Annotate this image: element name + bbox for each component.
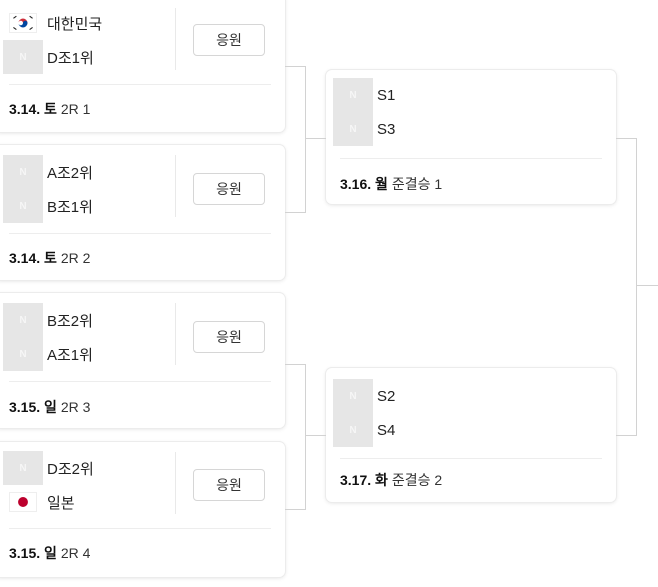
team-name: S2 [377, 387, 396, 405]
divider [175, 303, 176, 365]
match-date: 3.15. 일 2R 4 [9, 543, 90, 563]
match-date: 3.16. 월 준결승 1 [340, 174, 442, 194]
placeholder-flag-icon: N [3, 40, 43, 74]
divider [9, 528, 271, 529]
team-name: A조1위 [47, 346, 93, 364]
team-row: N S2 [333, 379, 395, 413]
placeholder-flag-icon: N [333, 413, 373, 447]
placeholder-flag-icon: N [3, 303, 43, 337]
team-row: N S3 [333, 112, 395, 146]
match-date-value: 3.16. [340, 176, 372, 192]
team-name: B조2위 [47, 312, 93, 330]
match-date: 3.14. 토 2R 2 [9, 248, 90, 268]
cheer-button[interactable]: 응원 [193, 321, 265, 353]
match-card-2r-3: N B조2위 N A조1위 응원 3.15. 일 2R 3 [0, 293, 285, 428]
match-date-value: 3.15. [9, 399, 41, 415]
bracket-line [285, 364, 305, 365]
team-name: S1 [377, 86, 396, 104]
match-card-2r-2: N A조2위 N B조1위 응원 3.14. 토 2R 2 [0, 145, 285, 280]
match-card-semifinal-1: N S1 N S3 3.16. 월 준결승 1 [326, 70, 616, 204]
bracket-line [305, 435, 326, 436]
team-row: N A조1위 [3, 337, 93, 371]
bracket-line [616, 138, 636, 139]
match-label: 2R 1 [60, 101, 91, 117]
divider [9, 381, 271, 382]
team-row: N A조2위 [3, 155, 93, 189]
team-row: N B조1위 [3, 189, 93, 223]
match-day: 일 [44, 399, 57, 415]
match-label: 2R 2 [60, 250, 91, 266]
team-name: 대한민국 [47, 15, 103, 33]
cheer-button[interactable]: 응원 [193, 469, 265, 501]
match-date-value: 3.14. [9, 250, 41, 266]
divider [175, 155, 176, 217]
divider [175, 8, 176, 70]
bracket-line [636, 285, 658, 286]
team-row: 일본 [3, 485, 75, 519]
bracket-line [285, 509, 305, 510]
match-date: 3.15. 일 2R 3 [9, 397, 90, 417]
placeholder-flag-icon: N [333, 112, 373, 146]
match-label: 2R 3 [60, 399, 91, 415]
divider [9, 233, 271, 234]
match-date: 3.17. 화 준결승 2 [340, 470, 442, 490]
match-card-2r-4: N D조2위 일본 응원 3.15. 일 2R 4 [0, 442, 285, 577]
match-card-semifinal-2: N S2 N S4 3.17. 화 준결승 2 [326, 368, 616, 502]
match-label: 2R 4 [60, 545, 91, 561]
match-date-value: 3.17. [340, 472, 372, 488]
cheer-button[interactable]: 응원 [193, 173, 265, 205]
team-row: N S4 [333, 413, 395, 447]
team-name: A조2위 [47, 164, 93, 182]
team-row: 대한민국 [3, 6, 102, 40]
divider [175, 452, 176, 514]
japan-flag-icon [3, 485, 43, 519]
placeholder-flag-icon: N [3, 451, 43, 485]
match-card-2r-1: 대한민국 N D조1위 응원 3.14. 토 2R 1 [0, 0, 285, 132]
placeholder-flag-icon: N [3, 155, 43, 189]
bracket-line [285, 66, 305, 67]
match-label: 준결승 2 [391, 472, 443, 488]
bracket-line [305, 364, 306, 510]
bracket-line [305, 138, 326, 139]
match-date-value: 3.14. [9, 101, 41, 117]
match-label: 준결승 1 [391, 176, 443, 192]
match-day: 토 [44, 101, 57, 117]
placeholder-flag-icon: N [333, 78, 373, 112]
match-day: 월 [375, 176, 388, 192]
team-row: N D조1위 [3, 40, 94, 74]
match-day: 토 [44, 250, 57, 266]
match-date: 3.14. 토 2R 1 [9, 99, 90, 119]
team-name: D조1위 [47, 49, 94, 67]
placeholder-flag-icon: N [3, 337, 43, 371]
match-day: 화 [375, 472, 388, 488]
team-name: S4 [377, 421, 396, 439]
team-name: 일본 [47, 494, 75, 512]
team-name: S3 [377, 120, 396, 138]
team-row: N B조2위 [3, 303, 93, 337]
divider [340, 458, 602, 459]
team-row: N S1 [333, 78, 395, 112]
cheer-button[interactable]: 응원 [193, 24, 265, 56]
team-name: D조2위 [47, 460, 94, 478]
divider [9, 84, 271, 85]
korea-flag-icon [3, 6, 43, 40]
bracket-line [305, 66, 306, 213]
bracket-line [616, 435, 636, 436]
placeholder-flag-icon: N [333, 379, 373, 413]
placeholder-flag-icon: N [3, 189, 43, 223]
bracket-line [636, 138, 637, 436]
bracket-line [285, 212, 305, 213]
team-row: N D조2위 [3, 451, 94, 485]
match-day: 일 [44, 545, 57, 561]
divider [340, 158, 602, 159]
match-date-value: 3.15. [9, 545, 41, 561]
team-name: B조1위 [47, 198, 93, 216]
